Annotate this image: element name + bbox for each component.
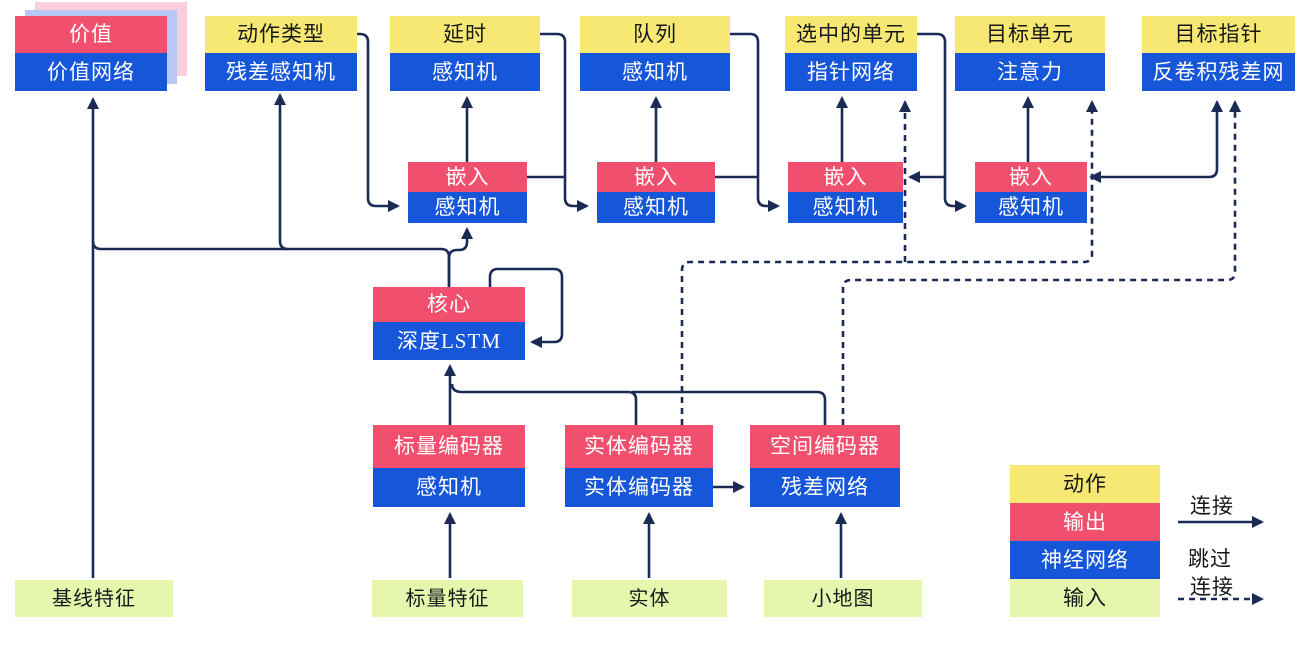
legend-connection-label: 连接 bbox=[1190, 494, 1234, 518]
arrow-embed4-targetpoint bbox=[1089, 100, 1223, 183]
arrow-core-to-embed1 bbox=[447, 227, 473, 287]
node-core: 核心 深度LSTM bbox=[373, 287, 525, 360]
core-label: 核心 bbox=[373, 287, 525, 322]
delay-network-label: 感知机 bbox=[390, 53, 540, 91]
spatial-encoder-network-label: 残差网络 bbox=[750, 468, 900, 507]
queued-network-label: 感知机 bbox=[580, 53, 730, 91]
embed-1-network-label: 感知机 bbox=[408, 192, 527, 223]
core-network-label: 深度LSTM bbox=[373, 322, 525, 360]
arrow-into-embed3 bbox=[730, 32, 780, 212]
target-point-network-label: 反卷积残差网 bbox=[1142, 53, 1295, 91]
node-action-type: 动作类型 残差感知机 bbox=[205, 16, 357, 91]
arrow-to-action-type bbox=[274, 93, 289, 251]
line-entityenc-to-lstm bbox=[450, 383, 638, 425]
value-output-label: 价值 bbox=[15, 16, 167, 53]
node-embed-3: 嵌入 感知机 bbox=[788, 162, 903, 223]
embed-2-label: 嵌入 bbox=[597, 162, 715, 192]
embed-4-network-label: 感知机 bbox=[975, 192, 1087, 223]
legend-skip-label-line1: 跳过 bbox=[1188, 547, 1232, 571]
selected-units-label: 选中的单元 bbox=[785, 16, 917, 53]
action-type-network-label: 残差感知机 bbox=[205, 53, 357, 91]
target-point-label: 目标指针 bbox=[1142, 16, 1295, 53]
node-embed-4: 嵌入 感知机 bbox=[975, 162, 1087, 223]
selected-units-network-label: 指针网络 bbox=[785, 53, 917, 91]
embed-4-label: 嵌入 bbox=[975, 162, 1087, 192]
input-minimap: 小地图 bbox=[764, 580, 922, 617]
action-type-label: 动作类型 bbox=[205, 16, 357, 53]
legend-input-swatch: 输入 bbox=[1010, 579, 1160, 617]
input-scalar-features: 标量特征 bbox=[372, 580, 523, 617]
skip-spatialenc-to-targetpoint bbox=[841, 100, 1241, 425]
input-baseline-features: 基线特征 bbox=[15, 580, 173, 617]
scalar-encoder-network-label: 感知机 bbox=[373, 468, 525, 507]
node-delay: 延时 感知机 bbox=[390, 16, 540, 91]
legend-network-swatch: 神经网络 bbox=[1010, 541, 1160, 579]
input-entities: 实体 bbox=[572, 580, 727, 617]
legend-output-swatch: 输出 bbox=[1010, 503, 1160, 541]
node-selected-units: 选中的单元 指针网络 bbox=[785, 16, 917, 91]
skip-entityenc-to-targetunit bbox=[680, 100, 1098, 425]
embed-1-label: 嵌入 bbox=[408, 162, 527, 192]
embed-2-network-label: 感知机 bbox=[597, 192, 715, 223]
embed-3-network-label: 感知机 bbox=[788, 192, 903, 223]
node-queued: 队列 感知机 bbox=[580, 16, 730, 91]
node-scalar-encoder: 标量编码器 感知机 bbox=[373, 425, 525, 507]
node-embed-1: 嵌入 感知机 bbox=[408, 162, 527, 223]
node-spatial-encoder: 空间编码器 残差网络 bbox=[750, 425, 900, 507]
value-network-label: 价值网络 bbox=[15, 53, 167, 91]
legend-swatch-stack: 动作 输出 神经网络 输入 bbox=[1010, 465, 1160, 617]
node-target-point: 目标指针 反卷积残差网 bbox=[1142, 16, 1295, 91]
delay-label: 延时 bbox=[390, 16, 540, 53]
node-value: 价值 价值网络 bbox=[15, 16, 167, 91]
node-embed-2: 嵌入 感知机 bbox=[597, 162, 715, 223]
spatial-encoder-label: 空间编码器 bbox=[750, 425, 900, 468]
entity-encoder-network-label: 实体编码器 bbox=[565, 468, 713, 507]
queued-label: 队列 bbox=[580, 16, 730, 53]
scalar-encoder-label: 标量编码器 bbox=[373, 425, 525, 468]
legend-action-swatch: 动作 bbox=[1010, 465, 1160, 503]
legend-skip-label-line2: 连接 bbox=[1190, 575, 1234, 599]
line-spatialenc-to-lstm bbox=[632, 390, 827, 425]
target-unit-network-label: 注意力 bbox=[955, 53, 1105, 91]
target-unit-label: 目标单元 bbox=[955, 16, 1105, 53]
line-core-to-left bbox=[91, 240, 451, 287]
embed-3-label: 嵌入 bbox=[788, 162, 903, 192]
entity-encoder-label: 实体编码器 bbox=[565, 425, 713, 468]
node-target-unit: 目标单元 注意力 bbox=[955, 16, 1105, 91]
node-entity-encoder: 实体编码器 实体编码器 bbox=[565, 425, 713, 507]
